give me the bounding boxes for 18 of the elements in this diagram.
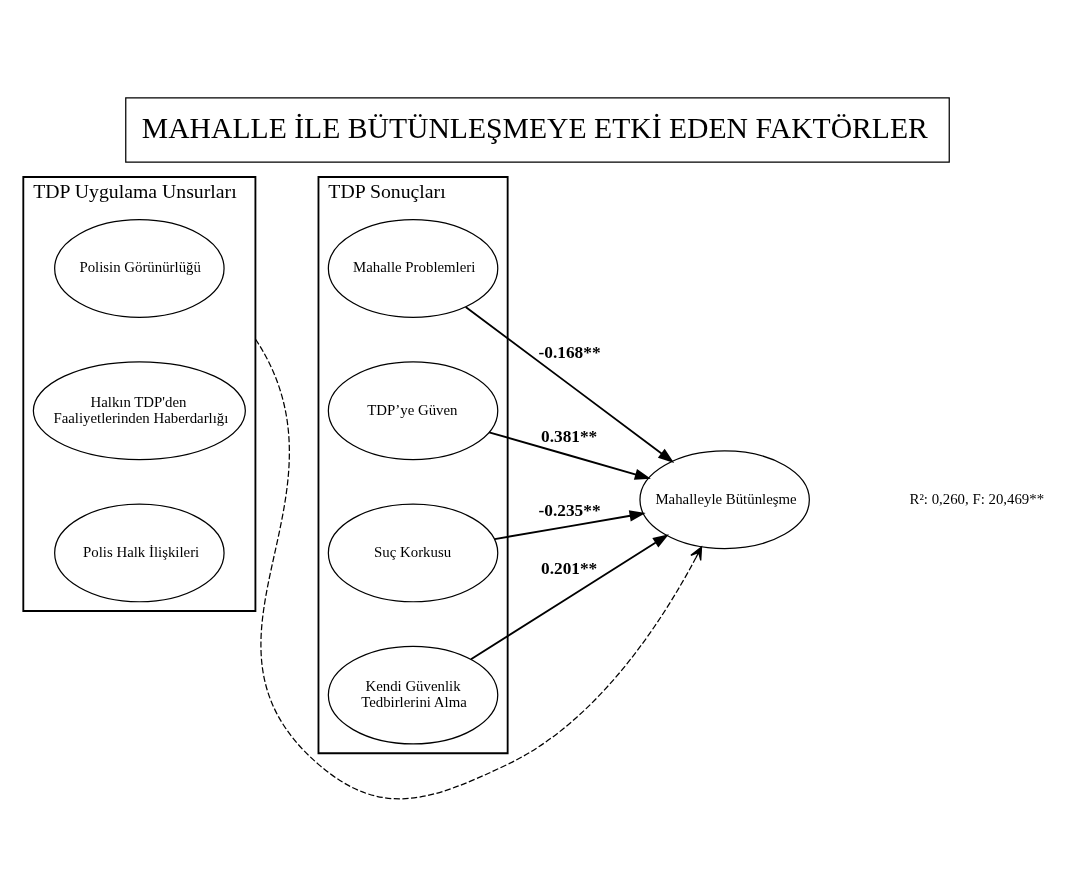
arrow — [254, 338, 703, 800]
edge-label: 0.201** — [541, 559, 598, 579]
arrow — [493, 510, 646, 540]
node-ellipse: TDP’ye Güven — [327, 361, 499, 461]
node-ellipse: Halkın TDP'den Faaliyetlerinden Haberdarlığı — [32, 361, 246, 461]
edge-label: -0.168** — [538, 342, 601, 362]
arrow — [488, 431, 651, 480]
diagram-title: MAHALLE İLE BÜTÜNLEŞMEYE ETKİ EDEN FAKTÖRLER — [141, 111, 928, 144]
label: R²: 0,260, F: 20,469** — [909, 490, 1045, 507]
node-ellipse: Suç Korkusu — [327, 503, 499, 603]
node-ellipse: Polis Halk İlişkileri — [54, 503, 225, 603]
node-ellipse: Polisin Görünürlüğü — [54, 219, 225, 318]
edge-label: -0.235** — [538, 501, 601, 521]
node-ellipse: Kendi Güvenlik Tedbirlerini Alma — [327, 645, 499, 745]
arrow — [464, 306, 675, 463]
arrow — [470, 534, 669, 661]
edge-label: 0.381** — [541, 426, 598, 446]
node-ellipse: Mahalle Problemleri — [327, 219, 499, 318]
